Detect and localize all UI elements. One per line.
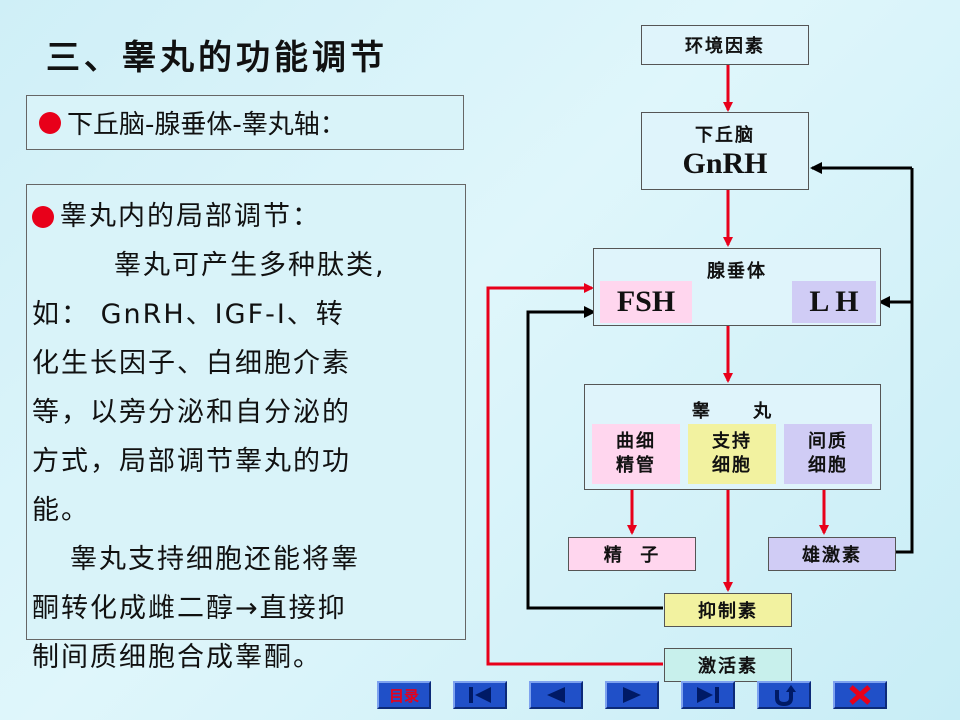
first-page-icon (469, 687, 491, 703)
leydig-label-line2: 细胞 (808, 455, 848, 476)
local-regulation-heading: 睾丸内的局部调节： (60, 201, 321, 232)
close-icon (849, 685, 871, 705)
sperm-box: 精 子 (568, 537, 696, 571)
androgen-feedback-line (896, 168, 914, 554)
sertoli-label-line1: 支持 (712, 431, 752, 452)
sertoli-label-line2: 细胞 (712, 455, 752, 476)
return-arrow-icon (775, 685, 796, 706)
paragraph-line: 方式，局部调节睾丸的功 (32, 446, 351, 477)
fsh-box: FSH (600, 281, 692, 323)
activin-box: 激活素 (664, 648, 792, 682)
activin-feedback-line (486, 283, 663, 666)
axis-topic-text: 下丘脑-腺垂体-睾丸轴： (67, 110, 346, 140)
page-title: 三、睾丸的功能调节 (46, 38, 388, 78)
paragraph-line: 化生长因子、白细胞介素 (32, 348, 351, 379)
paragraph-line: 制间质细胞合成睾酮。 (32, 642, 322, 673)
axis-topic-box: 下丘脑-腺垂体-睾丸轴： (26, 95, 464, 150)
leydig-label-line1: 间质 (808, 431, 848, 452)
hypothalamus-label: 下丘脑 (695, 125, 755, 146)
paragraph-line: 能。 (32, 495, 90, 526)
sertoli-cell-box: 支持 细胞 (688, 424, 776, 484)
androgen-box: 雄激素 (768, 537, 896, 571)
previous-page-icon (547, 687, 565, 703)
lh-box: L H (792, 281, 876, 323)
inhibin-box: 抑制素 (664, 593, 792, 627)
hypothalamus-box: 下丘脑 GnRH (641, 112, 809, 190)
next-page-button[interactable] (605, 681, 659, 709)
paragraph-line: 睾丸支持细胞还能将睾 (70, 544, 360, 575)
paragraph-line: 如： GnRH、IGF-Ⅰ、转 (32, 299, 345, 330)
local-regulation-text: 睾丸内的局部调节： 睾丸可产生多种肽类, 如： GnRH、IGF-Ⅰ、转 化生长… (32, 192, 464, 682)
paragraph-line: 等，以旁分泌和自分泌的 (32, 397, 351, 428)
exit-button[interactable] (833, 681, 887, 709)
pituitary-label: 腺垂体 (707, 261, 767, 282)
gnrh-label: GnRH (682, 147, 768, 180)
seminiferous-tubule-box: 曲细 精管 (592, 424, 680, 484)
last-page-icon (697, 687, 719, 703)
return-button[interactable] (757, 681, 811, 709)
seminiferous-label-line1: 曲细 (616, 431, 656, 452)
seminiferous-label-line2: 精管 (616, 455, 656, 476)
toc-button[interactable]: 目录 (377, 681, 431, 709)
inhibin-feedback-line (526, 306, 663, 610)
paragraph-line: 睾丸可产生多种肽类, (114, 250, 386, 281)
environment-factors-box: 环境因素 (641, 25, 809, 65)
testis-label: 睾 丸 (691, 401, 774, 422)
toc-label: 目录 (388, 686, 419, 705)
bullet-dot-icon (39, 111, 61, 134)
next-page-icon (623, 687, 641, 703)
first-page-button[interactable] (453, 681, 507, 709)
previous-page-button[interactable] (529, 681, 583, 709)
last-page-button[interactable] (681, 681, 735, 709)
leydig-cell-box: 间质 细胞 (784, 424, 872, 484)
bullet-dot-icon (32, 205, 54, 228)
local-regulation-box (26, 184, 466, 640)
paragraph-line: 酮转化成雌二醇→直接抑 (32, 593, 347, 624)
